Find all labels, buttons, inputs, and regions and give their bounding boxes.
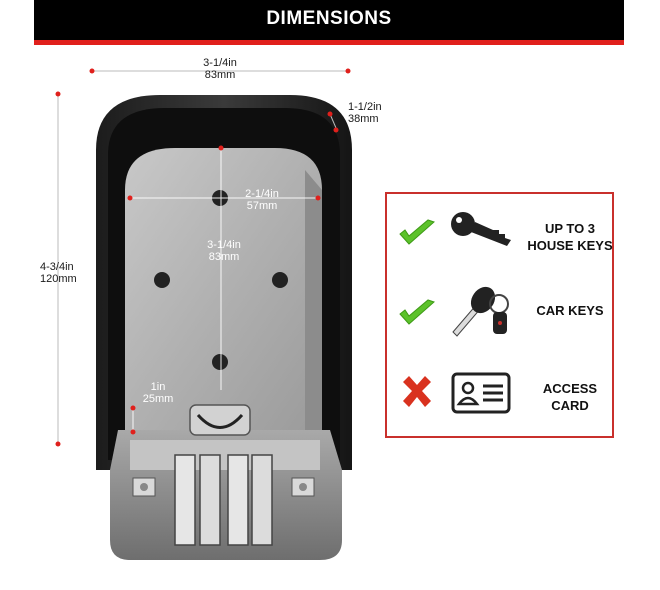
- lockbox-back-plate: [125, 148, 322, 440]
- check-icon: [399, 219, 435, 245]
- inner-width-imperial: 2-1/4in: [245, 188, 279, 200]
- feature-label-car-keys: CAR KEYS: [536, 303, 604, 318]
- outer-width-label: 3-1/4in 83mm: [180, 57, 260, 81]
- outer-height-imperial: 4-3/4in: [40, 261, 74, 273]
- header-bar: DIMENSIONS: [34, 0, 624, 40]
- check-icon: [399, 299, 435, 325]
- feature-label-access-card: ACCESS CARD: [542, 381, 598, 413]
- capacity-panel: UP TO 3 HOUSE KEYS CAR KEYS ACCESS CARD: [385, 192, 614, 438]
- inner-height-imperial: 3-1/4in: [207, 239, 241, 251]
- feature-label-house-keys: UP TO 3 HOUSE KEYS: [527, 221, 613, 253]
- outer-height-label: 4-3/4in 120mm: [40, 261, 100, 285]
- inner-depth-label: 1in 25mm: [128, 381, 188, 405]
- inner-height-metric: 83mm: [208, 251, 240, 263]
- header-accent-stripe: [34, 40, 624, 45]
- inner-depth-imperial: 1in: [150, 381, 166, 393]
- access-card-icon: [451, 372, 511, 414]
- depth-imperial: 1-1/2in: [348, 101, 382, 113]
- outer-width-imperial: 3-1/4in: [203, 57, 237, 69]
- house-key-icon: [451, 212, 511, 246]
- car-key-icon: [452, 286, 509, 337]
- depth-label: 1-1/2in 38mm: [348, 101, 408, 125]
- page-title: DIMENSIONS: [266, 8, 392, 29]
- inner-depth-metric: 25mm: [142, 393, 174, 405]
- outer-height-metric: 120mm: [40, 273, 77, 285]
- inner-height-label: 3-1/4in 83mm: [194, 239, 254, 263]
- outer-width-metric: 83mm: [204, 69, 236, 81]
- depth-metric: 38mm: [348, 113, 379, 125]
- inner-width-metric: 57mm: [246, 200, 278, 212]
- inner-width-label: 2-1/4in 57mm: [232, 188, 292, 212]
- cross-icon: [403, 376, 431, 407]
